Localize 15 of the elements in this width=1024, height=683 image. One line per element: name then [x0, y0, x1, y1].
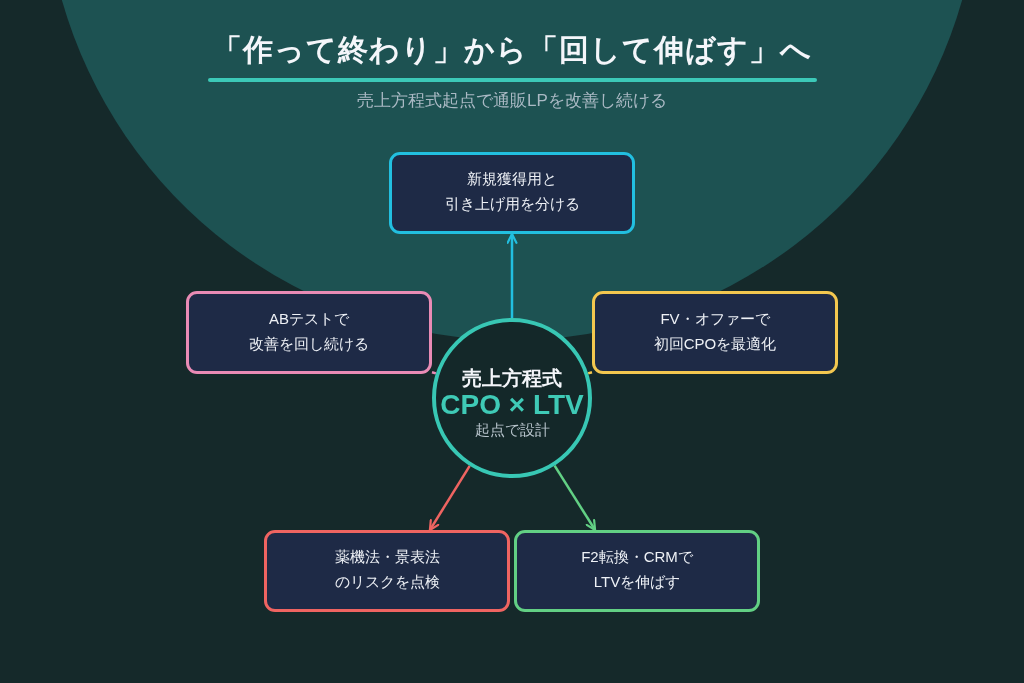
process-box: 薬機法・景表法のリスクを点検 — [264, 530, 510, 612]
connector-line — [587, 371, 593, 375]
arrow — [553, 465, 597, 532]
arrow — [428, 465, 471, 532]
process-box: F2転換・CRMでLTVを伸ばす — [514, 530, 760, 612]
process-box: FV・オファーで初回CPOを最適化 — [592, 291, 838, 374]
title: 「作って終わり」から「回して伸ばす」へ — [212, 32, 812, 68]
arrow — [506, 232, 518, 318]
process-box: ABテストで改善を回し続ける — [186, 291, 432, 374]
formula-text: CPO × LTV — [440, 391, 584, 418]
subtitle: 売上方程式起点で通販LPを改善し続ける — [357, 90, 667, 112]
heading-text: 売上方程式 — [462, 366, 562, 391]
connector-line — [431, 371, 437, 375]
process-box: 新規獲得用と引き上げ用を分ける — [389, 152, 635, 234]
caption-text: 起点で設計 — [474, 420, 550, 440]
